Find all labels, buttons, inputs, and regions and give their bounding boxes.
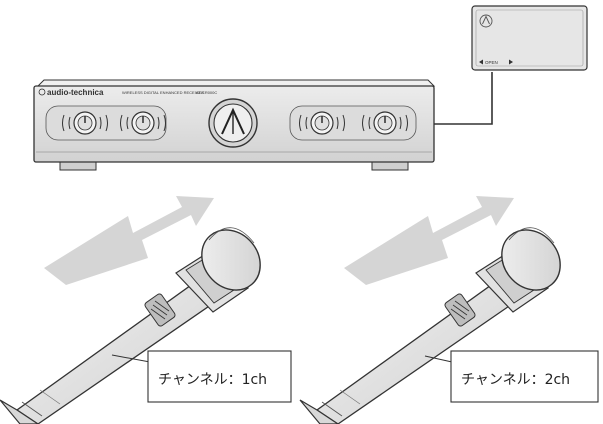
level-knob — [62, 111, 108, 135]
level-knob — [299, 111, 345, 135]
callout-channel-2: チャンネル：2ch — [424, 350, 599, 403]
callout-channel-2-label: チャンネル：2ch — [461, 372, 570, 388]
open-label: OPEN — [485, 60, 498, 65]
model-number: AT-CR000C — [196, 90, 217, 95]
remote-unit: OPEN — [471, 5, 588, 71]
connection-cable — [433, 72, 493, 125]
callout-pointer — [111, 354, 151, 363]
brand-name: audio-technica — [47, 88, 104, 97]
wireless-signal-arrow-icon — [44, 196, 214, 285]
audio-technica-logo-icon — [38, 88, 46, 96]
microphone-1 — [0, 227, 261, 424]
knob-group-right — [289, 105, 417, 141]
callout-channel-1: チャンネル：1ch — [111, 350, 292, 403]
receiver: audio-technica WIRELESS DIGITAL ENHANCED… — [33, 79, 436, 171]
center-logo-badge — [208, 98, 258, 148]
open-arrow-label: OPEN — [479, 59, 513, 65]
microphone-2 — [299, 227, 561, 424]
power-switch — [144, 293, 176, 327]
audio-technica-logo-icon — [479, 14, 493, 28]
level-knob — [120, 111, 166, 135]
level-knob — [362, 111, 408, 135]
wireless-signal-arrow-icon — [344, 196, 514, 285]
callout-channel-1-label: チャンネル：1ch — [158, 372, 267, 388]
power-switch — [444, 293, 476, 327]
model-text: WIRELESS DIGITAL ENHANCED RECEIVER — [122, 90, 204, 95]
knob-group-left — [45, 105, 167, 141]
callout-pointer — [424, 355, 453, 363]
brand-logo: audio-technica — [38, 88, 104, 97]
